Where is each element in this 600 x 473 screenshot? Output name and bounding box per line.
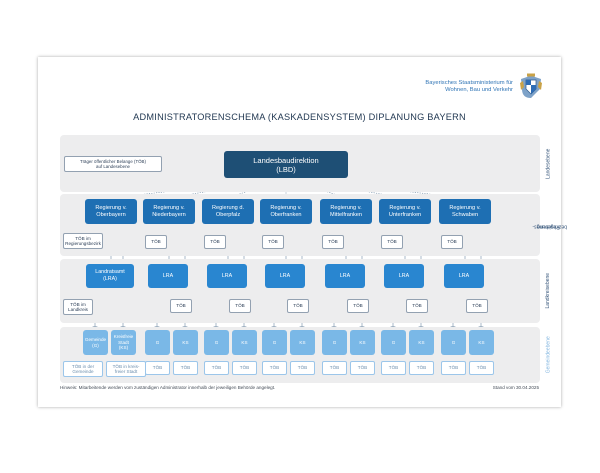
toeb-ks-box: TÖB (232, 361, 257, 375)
level-label-regierungsbezirk: Regierungs-bezirksebene (532, 222, 567, 229)
lra-box: LRA (325, 264, 365, 288)
gemeinde-box: Gemeinde(G) (83, 330, 108, 355)
regierung-box: Regierung v.Schwaben (439, 199, 491, 224)
kreisfreie-stadt-ks-box: KS (173, 330, 198, 355)
kreisfreie-stadt-ks-box: KS (290, 330, 315, 355)
toeb-g-box: TÖB (441, 361, 466, 375)
gemeinde-g-box: G (322, 330, 347, 355)
ministry-name-line2: Wohnen, Bau und Verkehr (445, 87, 513, 93)
regierung-box: Regierung d.Oberpfalz (202, 199, 254, 224)
regierung-box: Regierung v.Oberbayern (85, 199, 137, 224)
toeb-ks-box: TÖB (290, 361, 315, 375)
toeb-g-box: TÖB (262, 361, 287, 375)
landratsamt-box: Landratsamt(LRA) (86, 264, 134, 288)
level-label-gemeinde: Gemeindeebene (545, 336, 552, 374)
regierung-box: Regierung v.Niederbayern (143, 199, 195, 224)
toeb-kreisfreie-stadt-box: TÖB in kreis-freier Stadt (106, 361, 146, 377)
toeb-g-box: TÖB (145, 361, 170, 375)
lra-box: LRA (265, 264, 305, 288)
toeb-box: TÖB (170, 299, 192, 313)
toeb-box: TÖB (287, 299, 309, 313)
toeb-box: TÖB (229, 299, 251, 313)
bavarian-coat-of-arms-icon (520, 73, 542, 98)
kreisfreie-stadt-ks-box: KS (350, 330, 375, 355)
gemeinde-g-box: G (145, 330, 170, 355)
gemeinde-g-box: G (441, 330, 466, 355)
kreisfreie-stadt-ks-box: KS (232, 330, 257, 355)
diagram-title: ADMINISTRATORENSCHEMA (KASKADENSYSTEM) D… (133, 112, 466, 122)
lra-box: LRA (207, 264, 247, 288)
schema-sheet: Bayerisches Staatsministerium für Wohnen… (38, 57, 567, 407)
toeb-ks-box: TÖB (409, 361, 434, 375)
kreisfreie-stadt-ks-box: KS (469, 330, 494, 355)
toeb-ks-box: TÖB (350, 361, 375, 375)
toeb-box: TÖB (262, 235, 284, 249)
gemeinde-g-box: G (262, 330, 287, 355)
footer-note: Hinweis: Mitarbeitende werden vom zustän… (60, 385, 276, 390)
toeb-box: TÖB (466, 299, 488, 313)
ministry-name: Bayerisches Staatsministerium für Wohnen… (378, 80, 513, 94)
toeb-g-box: TÖB (322, 361, 347, 375)
toeb-box: TÖB (406, 299, 428, 313)
lra-box: LRA (148, 264, 188, 288)
toeb-landesebene-box: Träger öffentlicher Belange (TÖB) auf La… (64, 156, 162, 172)
footer-date: Stand vom 30.04.2025 (492, 385, 539, 390)
toeb-ks-box: TÖB (173, 361, 198, 375)
gemeinde-g-box: G (204, 330, 229, 355)
regierung-box: Regierung v.Mittelfranken (320, 199, 372, 224)
toeb-box: TÖB (145, 235, 167, 249)
toeb-g-box: TÖB (204, 361, 229, 375)
gemeinde-g-box: G (381, 330, 406, 355)
toeb-box: TÖB (204, 235, 226, 249)
regierung-box: Regierung v.Oberfranken (260, 199, 312, 224)
level-label-landkreis: Landkreisebene (545, 273, 552, 309)
toeb-box: TÖB (322, 235, 344, 249)
lbd-box: Landesbaudirektion (LBD) (224, 151, 348, 178)
toeb-box: TÖB (381, 235, 403, 249)
lra-box: LRA (444, 264, 484, 288)
lra-box: LRA (384, 264, 424, 288)
toeb-ks-box: TÖB (469, 361, 494, 375)
regierung-box: Regierung v.Unterfranken (379, 199, 431, 224)
toeb-box: TÖB (441, 235, 463, 249)
toeb-box: TÖB (347, 299, 369, 313)
toeb-g-box: TÖB (381, 361, 406, 375)
ministry-name-line1: Bayerisches Staatsministerium für (425, 80, 513, 86)
level-label-landesebene: Landesebene (545, 148, 552, 179)
kreisfreie-stadt-ks-box: KS (409, 330, 434, 355)
